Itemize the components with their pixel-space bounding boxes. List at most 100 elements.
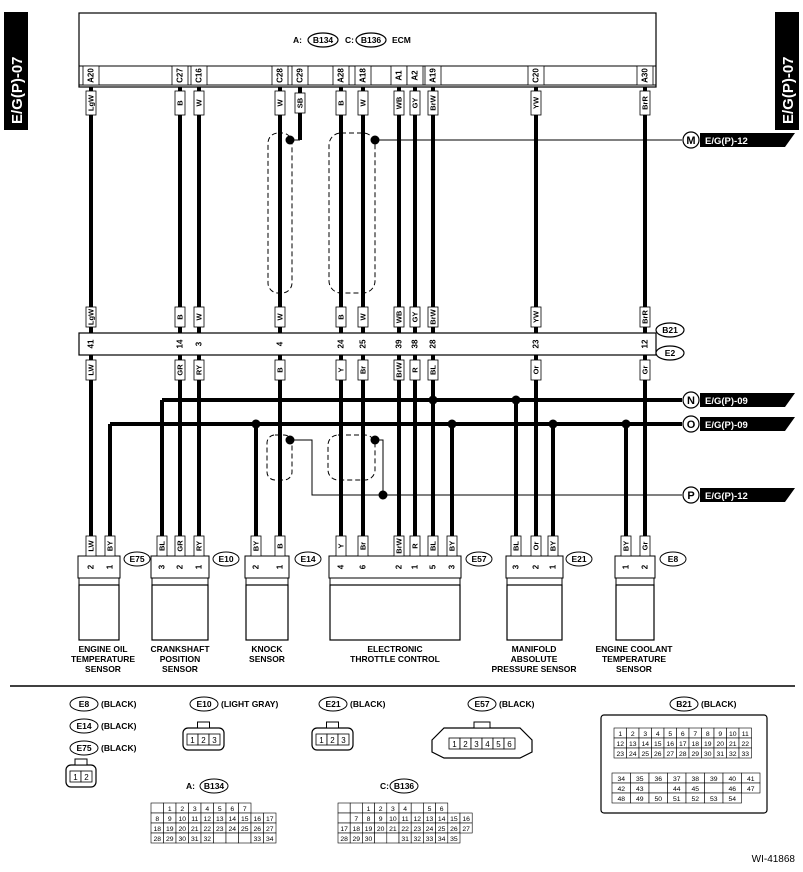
grid-cell-number: 21	[389, 826, 397, 833]
connector-cavity	[503, 737, 516, 750]
b21-wire-color: W	[195, 313, 204, 321]
component-name: ELECTRONIC	[367, 644, 422, 654]
sensor-pin-number: 6	[359, 564, 368, 569]
joint-pin-number: 39	[395, 339, 404, 348]
grid-cell-number: 33	[741, 751, 749, 758]
sensor-pin-number: 2	[641, 564, 650, 569]
grid-cell-number: 5	[428, 806, 432, 813]
e2-wire-color: Or	[532, 366, 541, 375]
sensor-wire-color-box	[274, 535, 286, 557]
ecm-wire-color-box	[335, 90, 347, 116]
component-connector	[244, 555, 290, 579]
grid-cell-number: 30	[178, 836, 186, 843]
grid-cell-number: 15	[450, 816, 458, 823]
grid-cell-number: 35	[636, 776, 644, 783]
ecm-wire-color: B	[337, 100, 346, 106]
grid-cell-number: 17	[266, 816, 274, 823]
connector-view-desc: (BLACK)	[101, 721, 137, 731]
splice-dot	[548, 419, 558, 429]
joint-connector: B21 E2	[78, 322, 685, 361]
grid-cell-number: 8	[367, 816, 371, 823]
grid-cell-number: 31	[716, 751, 724, 758]
connector-view-oval	[69, 718, 99, 734]
e2-wire-color-box	[393, 359, 405, 381]
e2-wire-color-box	[174, 359, 186, 381]
b21-wire-color: B	[337, 314, 346, 320]
grid-cell-number: 15	[241, 816, 249, 823]
grid-cell-number: 20	[377, 826, 385, 833]
grid-cell-number: 26	[253, 826, 261, 833]
grid-cell	[648, 782, 668, 794]
b21-wire-color: WB	[395, 310, 404, 323]
connector-view-desc: (BLACK)	[101, 699, 137, 709]
sensor-wire-color: R	[411, 543, 420, 549]
component-name: KNOCK	[251, 644, 283, 654]
b21-wire-color-box	[530, 306, 542, 328]
connector-cavity-number: 1	[190, 736, 195, 745]
grid-cell	[238, 832, 252, 844]
e2-wire-color-box	[639, 359, 651, 381]
grid-cell	[410, 802, 424, 814]
ecm-pin-cell	[424, 65, 442, 86]
ecm-wire-color-box	[639, 90, 651, 116]
sensor-pin-number: 2	[532, 564, 541, 569]
sensor-wire-color: BrW	[395, 537, 404, 553]
ref-flag	[700, 393, 795, 407]
grid-cell-number: 29	[166, 836, 174, 843]
component-body	[329, 584, 461, 641]
grid-cell-number: 32	[729, 751, 737, 758]
ecm-wire-color-box	[427, 90, 439, 116]
grid-cell-number: 30	[704, 751, 712, 758]
grid-cell	[704, 782, 724, 794]
component-name: SENSOR	[162, 664, 198, 674]
joint-pin-number: 14	[176, 339, 185, 348]
ecm-pin-number: A19	[429, 68, 438, 83]
grid-cell-number: 14	[438, 816, 446, 823]
e2-wire-color: LW	[87, 363, 96, 375]
grid-cell-number: 33	[426, 836, 434, 843]
joint-pin-number: 4	[276, 341, 285, 346]
e2-wire-color-box	[274, 359, 286, 381]
ref-flag	[700, 417, 795, 431]
grid-cell-number: 10	[178, 816, 186, 823]
connector-cavity-number: 1	[73, 773, 78, 782]
svg-text:A:: A:	[293, 35, 302, 45]
grid-cell-number: 42	[617, 786, 625, 793]
connector-view-desc: C:	[380, 781, 389, 791]
sensor-wire-color: Y	[337, 543, 346, 548]
sensor-wire-color-box	[104, 535, 116, 557]
connector-latch	[197, 721, 210, 729]
component-name: SENSOR	[616, 664, 652, 674]
figure-id: WI-41868	[752, 854, 796, 865]
grid-cell	[337, 812, 351, 824]
grid-cell-number: 13	[426, 816, 434, 823]
ecm-pin-cell	[354, 65, 372, 86]
view-e8: E8(BLACK)	[69, 696, 137, 712]
component-connector-id: E14	[300, 554, 315, 564]
ecm-wire-color: LgW	[87, 94, 96, 111]
sensor-pin-number: 1	[106, 564, 115, 569]
sensor-pin-number: 2	[395, 564, 404, 569]
ref-letter: O	[687, 419, 696, 431]
joint-pin-number: 38	[411, 339, 420, 348]
sensor-wire-color-box	[446, 535, 458, 557]
shield-upper-knock	[267, 132, 293, 294]
ref-page: E/G(P)-12	[705, 136, 748, 147]
connector-latch	[74, 758, 88, 766]
ecm-wire-color: BrR	[641, 96, 650, 110]
grid-cell-number: 10	[389, 816, 397, 823]
view-e14: E14(BLACK)	[69, 718, 137, 734]
connector-cavity-number: 1	[319, 736, 324, 745]
view-b136: C: B136	[380, 778, 419, 794]
connector-view-name: B136	[394, 781, 415, 791]
grid-cell	[447, 832, 461, 844]
connector-cavity	[208, 733, 221, 746]
grid-cell-number: 12	[203, 816, 211, 823]
grid-cell-number: 15	[654, 741, 662, 748]
shield-lower-knock	[266, 434, 293, 481]
b21-wire-color-box	[174, 306, 186, 328]
shield-upper-throttle	[328, 132, 376, 294]
splice-dot	[447, 419, 457, 429]
